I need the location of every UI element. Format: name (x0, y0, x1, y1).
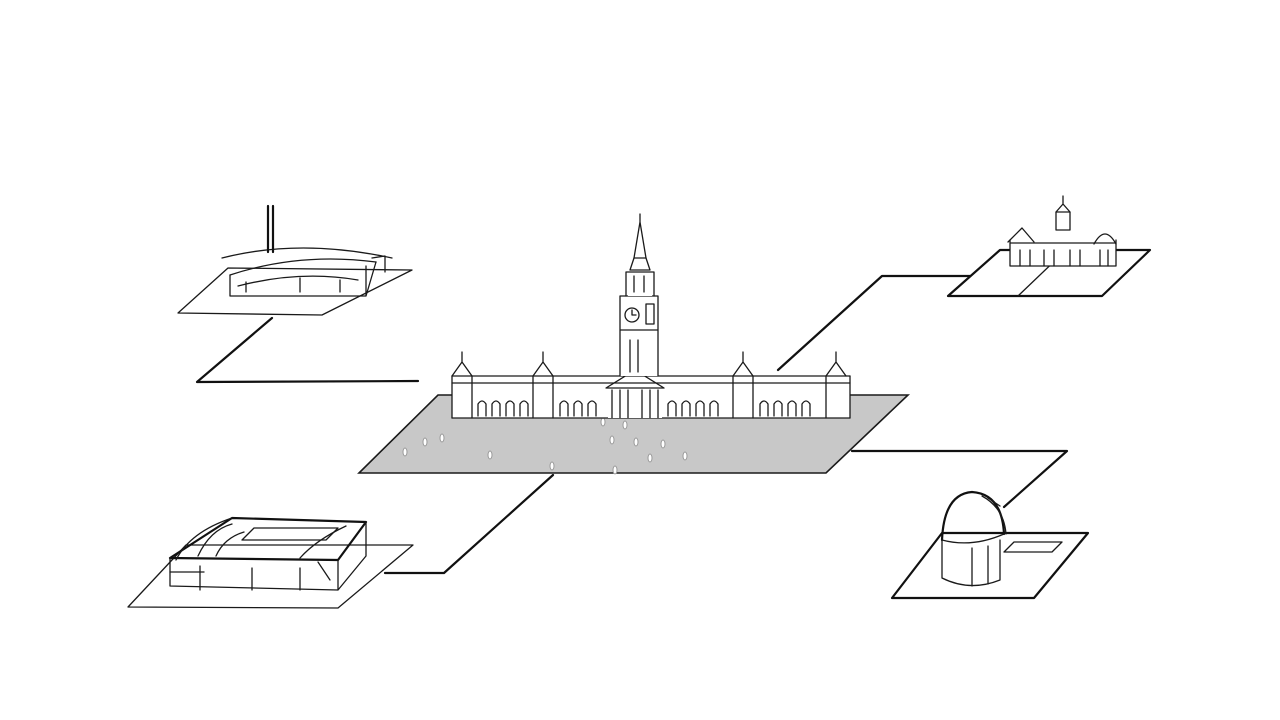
clock-tower-building-icon (451, 213, 851, 419)
domed-arena-icon (177, 204, 413, 316)
people-marks (402, 417, 688, 475)
connector-lines (195, 274, 1069, 575)
chapel-building-icon (946, 195, 1152, 298)
observatory-dome-icon (890, 490, 1090, 600)
stadium-icon (127, 516, 414, 609)
